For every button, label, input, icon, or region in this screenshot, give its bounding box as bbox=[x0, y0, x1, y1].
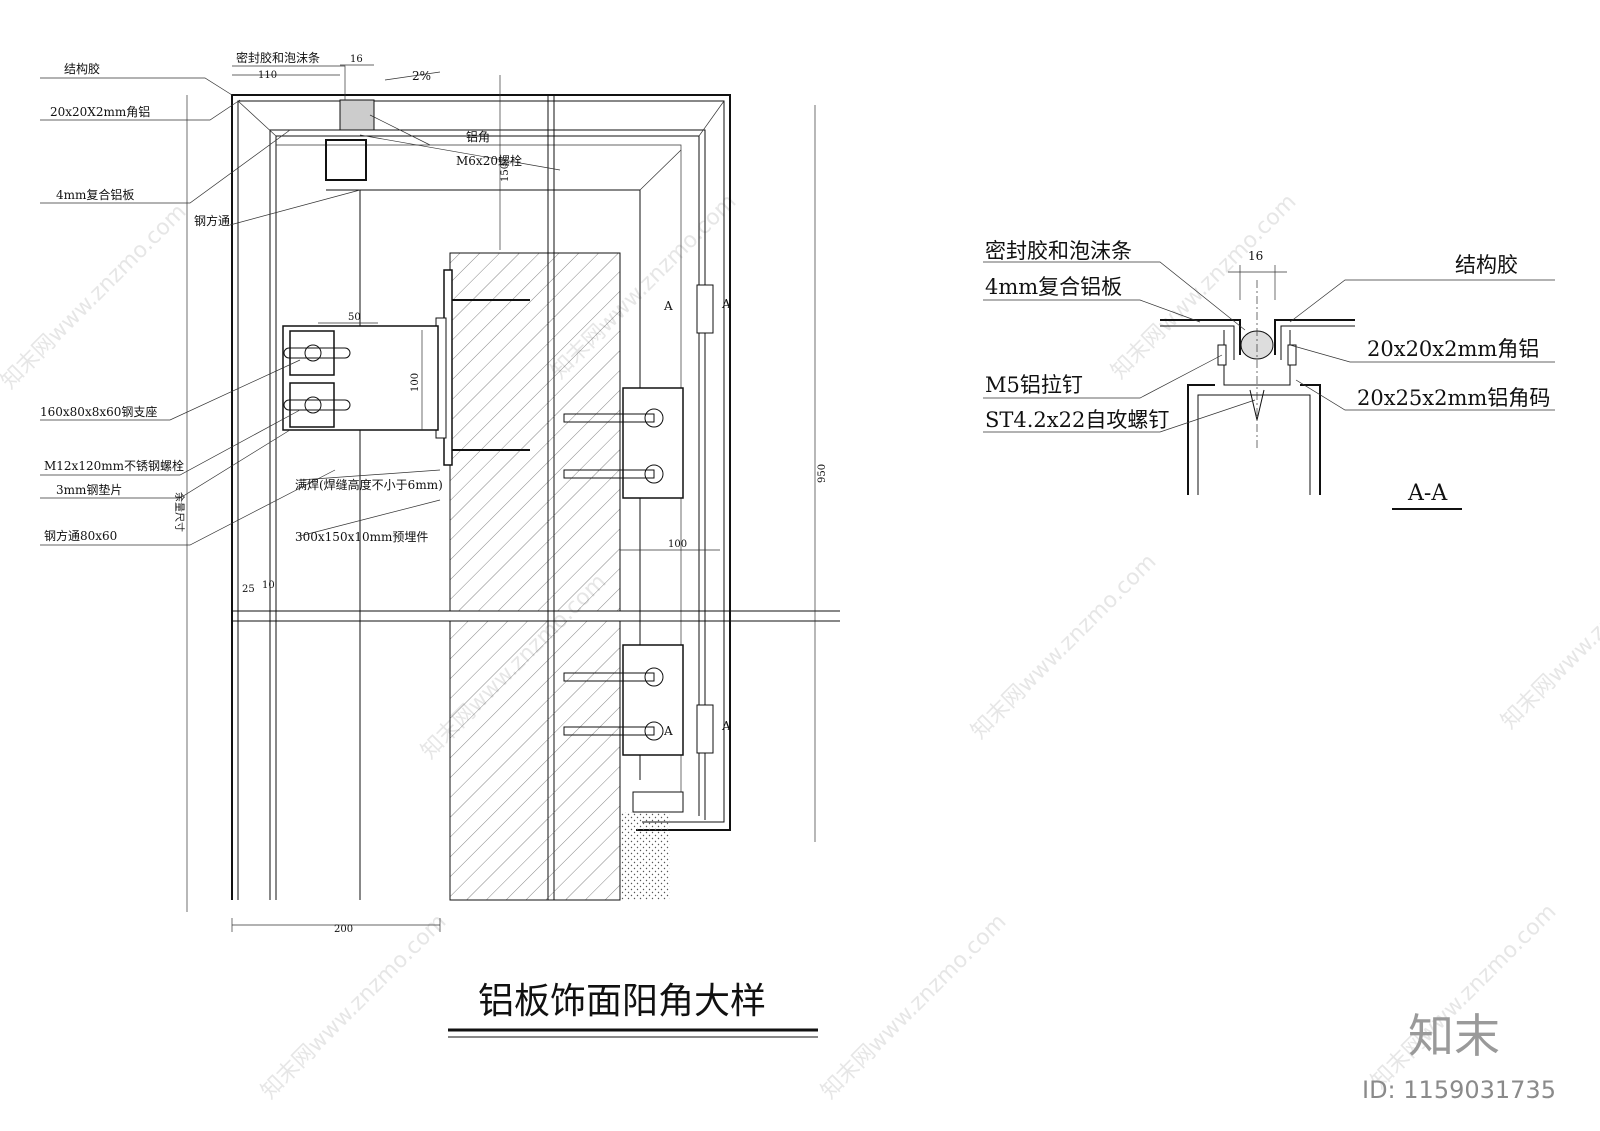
concrete-wall-upper bbox=[449, 252, 621, 612]
tube-right bbox=[1300, 384, 1321, 495]
dim-text-110: 110 bbox=[258, 70, 277, 81]
label-steel-tube: 钢方通 bbox=[194, 213, 230, 228]
anchor-bolts bbox=[563, 408, 664, 741]
brand-logo: 知末 bbox=[1408, 1009, 1500, 1063]
dim-text-200: 200 bbox=[334, 924, 353, 935]
section-leaders bbox=[983, 261, 1555, 433]
section-label-sealant: 密封胶和泡沫条 bbox=[985, 239, 1132, 263]
section-label-panel: 4mm复合铝板 bbox=[985, 275, 1122, 299]
label-steel-seat: 160x80x8x60钢支座 bbox=[40, 404, 157, 419]
seal-block bbox=[339, 99, 375, 131]
label-shim: 3mm钢垫片 bbox=[56, 482, 122, 497]
bracket-block-2 bbox=[622, 644, 684, 756]
watermark: 知末网www.znzmo.com bbox=[257, 909, 452, 1104]
section-label-angle-alu: 20x20x2mm角铝 bbox=[1367, 337, 1539, 361]
dim-text-100v: 100 bbox=[410, 373, 421, 392]
section-mark-lower: A bbox=[721, 719, 731, 733]
label-weld: 满焊(焊缝高度不小于6mm) bbox=[295, 477, 443, 492]
seat-bolt-plate bbox=[289, 330, 335, 376]
inner-panel-line-2 bbox=[275, 135, 700, 900]
tube-left bbox=[1187, 384, 1215, 495]
dim-text-150: 150 bbox=[500, 163, 511, 182]
section-label-screw: ST4.2x22自攻螺钉 bbox=[985, 408, 1169, 432]
rivet-2 bbox=[1287, 344, 1297, 366]
dim-text-50: 50 bbox=[348, 312, 361, 323]
section-label-rivet: M5铝拉钉 bbox=[985, 373, 1083, 397]
watermark: 知末网www.znzmo.com bbox=[1367, 899, 1562, 1094]
dim-text-slope: 2% bbox=[412, 69, 431, 83]
label-embed-plate: 300x150x10mm预埋件 bbox=[295, 530, 428, 544]
channel-corner bbox=[639, 149, 682, 191]
label-alu-angle: 铝角 bbox=[466, 129, 490, 144]
label-bolt-m6: M6x20螺栓 bbox=[456, 153, 522, 168]
label-composite-panel: 4mm复合铝板 bbox=[56, 187, 134, 202]
bolt-head bbox=[304, 344, 322, 362]
outer-panel-line bbox=[231, 94, 731, 900]
leader-lines bbox=[40, 65, 561, 546]
section-label-angle-code: 20x25x2mm铝角码 bbox=[1357, 386, 1550, 410]
inner-panel-line bbox=[269, 129, 706, 900]
watermark: 知末网www.znzmo.com bbox=[0, 199, 191, 394]
dim-text-16: 16 bbox=[350, 54, 363, 65]
slope-arrow bbox=[384, 71, 441, 81]
main-detail: 结构胶 20x20X2mm角铝 4mm复合铝板 钢方通 密封胶和泡沫条 铝角 M… bbox=[40, 50, 840, 1038]
insulation-fill bbox=[620, 812, 670, 900]
watermark: 知末网www.znzmo.com bbox=[817, 909, 1012, 1104]
section-mark-left-lower: A bbox=[663, 724, 673, 738]
inner-offset bbox=[276, 144, 682, 805]
section-mark: A bbox=[721, 297, 731, 311]
clip-bracket bbox=[696, 284, 714, 334]
seat-bolt-plate-2 bbox=[289, 382, 335, 428]
concrete-wall-lower bbox=[449, 620, 621, 901]
label-ss-bolt: M12x120mm不锈钢螺栓 bbox=[44, 458, 184, 473]
watermarks: 知末网www.znzmo.com 知末网www.znzmo.com 知末网www… bbox=[0, 189, 1600, 1104]
main-title: 铝板饰面阳角大样 bbox=[478, 981, 766, 1022]
watermark: 知末网www.znzmo.com bbox=[967, 549, 1162, 744]
label-steel-tube-80: 钢方通80x60 bbox=[44, 528, 117, 543]
corner-miter-right bbox=[698, 100, 725, 137]
label-sealant-foam: 密封胶和泡沫条 bbox=[236, 50, 320, 65]
watermark: 知末网www.znzmo.com bbox=[1497, 539, 1600, 734]
dim-text-950: 950 bbox=[817, 464, 828, 483]
section-label-glue: 结构胶 bbox=[1455, 253, 1518, 277]
bracket-block bbox=[622, 387, 684, 499]
left-panel bbox=[1160, 319, 1241, 355]
slot-hole bbox=[283, 347, 351, 359]
label-angle-alu: 20x20X2mm角铝 bbox=[50, 104, 150, 119]
section-aa-detail: 密封胶和泡沫条 4mm复合铝板 结构胶 16 M5铝拉钉 ST4.2x22自攻螺… bbox=[983, 239, 1555, 510]
clip-bracket-2 bbox=[696, 704, 714, 754]
alu-angle-tube bbox=[325, 139, 367, 181]
right-panel bbox=[1274, 319, 1355, 355]
section-mark-left: A bbox=[663, 299, 673, 313]
section-dim-16: 16 bbox=[1248, 249, 1263, 263]
watermark: 知末网www.znzmo.com bbox=[1107, 189, 1302, 384]
slot-hole-2 bbox=[283, 399, 351, 411]
dim-text-10: 10 bbox=[262, 580, 275, 591]
section-title: A-A bbox=[1407, 481, 1448, 506]
label-structural-glue: 结构胶 bbox=[64, 61, 100, 76]
bolt-head-2 bbox=[304, 396, 322, 414]
label-vertical-note: 余量尺寸 bbox=[173, 492, 186, 532]
dim-text-25: 25 bbox=[242, 584, 255, 595]
dim-text-100h: 100 bbox=[668, 539, 687, 550]
corner-miter bbox=[237, 100, 277, 137]
bottom-clip bbox=[632, 791, 684, 813]
id-text: ID: 1159031735 bbox=[1362, 1076, 1556, 1104]
